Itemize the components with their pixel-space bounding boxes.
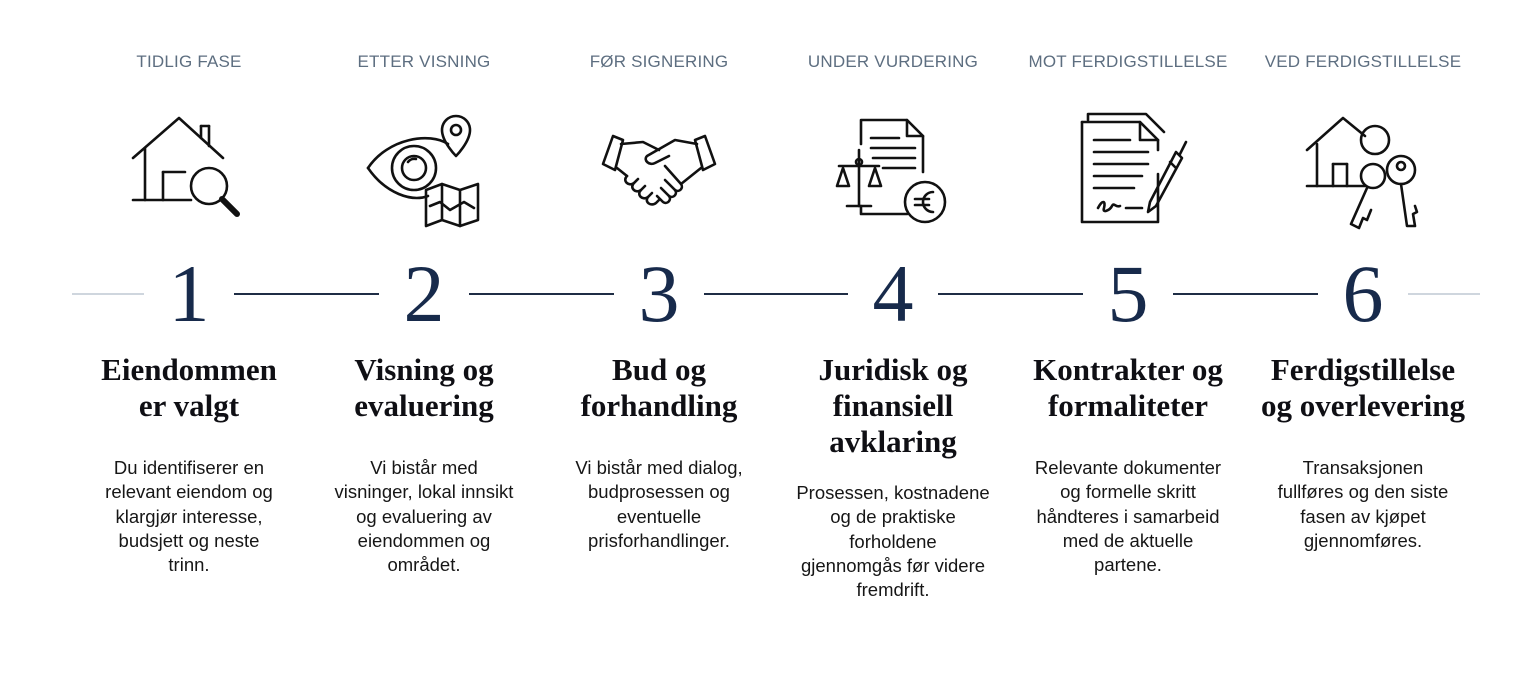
step-number: 1 xyxy=(144,252,234,336)
step-description: Du identifiserer en relevant eiendom og … xyxy=(105,457,273,576)
step-phase-label: VED FERDIGSTILLELSE xyxy=(1264,52,1462,71)
step-phase-label: UNDER VURDERING xyxy=(807,52,979,71)
timeline-connector xyxy=(1164,293,1328,295)
timeline-connector xyxy=(458,293,622,295)
step-number: 5 xyxy=(1083,252,1173,336)
step-title: Bud og forhandling xyxy=(580,352,738,423)
step-phase-label: TIDLIG FASE xyxy=(136,52,242,71)
step-title: Eiendommen er valgt xyxy=(101,352,277,423)
step-4: UNDER VURDERING 4 xyxy=(775,0,1011,688)
step-number: 4 xyxy=(848,252,938,336)
step-number: 6 xyxy=(1318,252,1408,336)
step-3: FØR SIGNERING 3 Bud og forhandling Vi bi… xyxy=(541,0,777,688)
contract-pen-icon xyxy=(1068,110,1188,230)
step-number: 2 xyxy=(379,252,469,336)
timeline-line-start xyxy=(72,293,162,295)
step-description: Transaksjonen fullføres og den siste fas… xyxy=(1277,457,1449,551)
step-phase-label: MOT FERDIGSTILLELSE xyxy=(1028,52,1228,71)
step-title: Juridisk og finansiell avklaring xyxy=(818,352,968,459)
step-5: MOT FERDIGSTILLELSE 5 Kontrakter og form… xyxy=(1010,0,1246,688)
house-keys-icon xyxy=(1303,110,1423,230)
step-6: VED FERDIGSTILLELSE 6 Ferdigstillelse og… xyxy=(1245,0,1481,688)
step-1: TIDLIG FASE 1 Eiendommen er valgt Du ide… xyxy=(71,0,307,688)
timeline-connector xyxy=(694,293,858,295)
timeline-line-end xyxy=(1400,293,1480,295)
handshake-icon xyxy=(599,110,719,230)
step-title: Ferdigstillelse og overlevering xyxy=(1260,352,1465,423)
step-title: Visning og evaluering xyxy=(354,352,494,423)
step-2: ETTER VISNING 2 Visning og evaluering Vi… xyxy=(306,0,542,688)
step-phase-label: ETTER VISNING xyxy=(357,52,491,71)
step-phase-label: FØR SIGNERING xyxy=(589,52,729,71)
step-description: Relevante dokumenter og formelle skritt … xyxy=(1034,457,1222,576)
house-magnifier-icon xyxy=(129,110,249,230)
step-description: Vi bistår med visninger, lokal innsikt o… xyxy=(334,457,514,576)
eye-map-pin-icon xyxy=(364,110,484,230)
step-description: Vi bistår med dialog, budprosessen og ev… xyxy=(575,457,743,551)
step-number: 3 xyxy=(614,252,704,336)
step-title: Kontrakter og formaliteter xyxy=(1033,352,1223,423)
document-scales-euro-icon xyxy=(833,110,953,230)
step-description: Prosessen, kostnadene og de praktiske fo… xyxy=(796,482,990,601)
timeline-connector xyxy=(930,293,1094,295)
timeline-connector xyxy=(220,293,388,295)
